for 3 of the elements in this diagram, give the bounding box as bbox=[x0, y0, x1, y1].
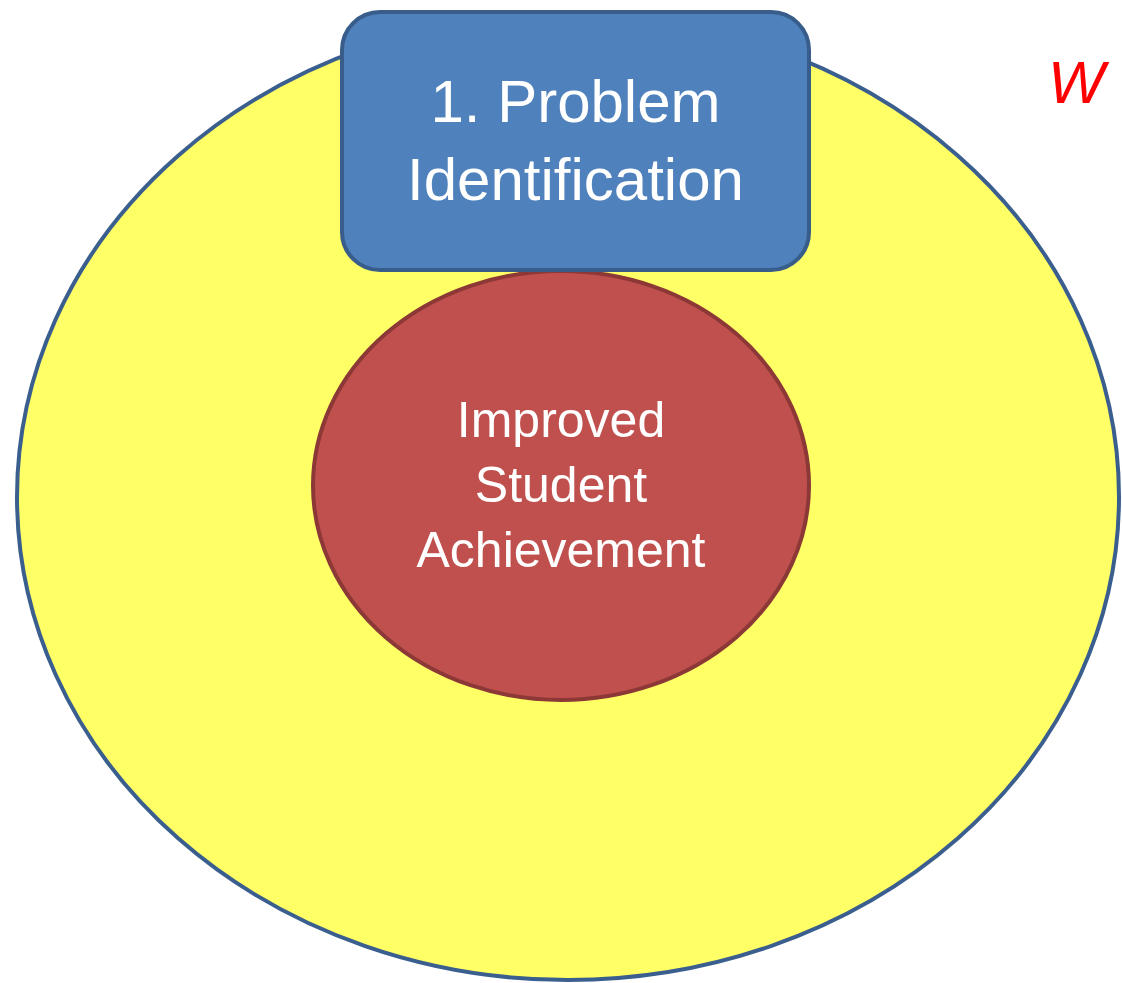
note-text: W bbox=[1048, 50, 1111, 116]
node-text: Improved Student Achievement bbox=[415, 391, 707, 580]
node-text: 1. Problem Identification bbox=[406, 67, 745, 215]
